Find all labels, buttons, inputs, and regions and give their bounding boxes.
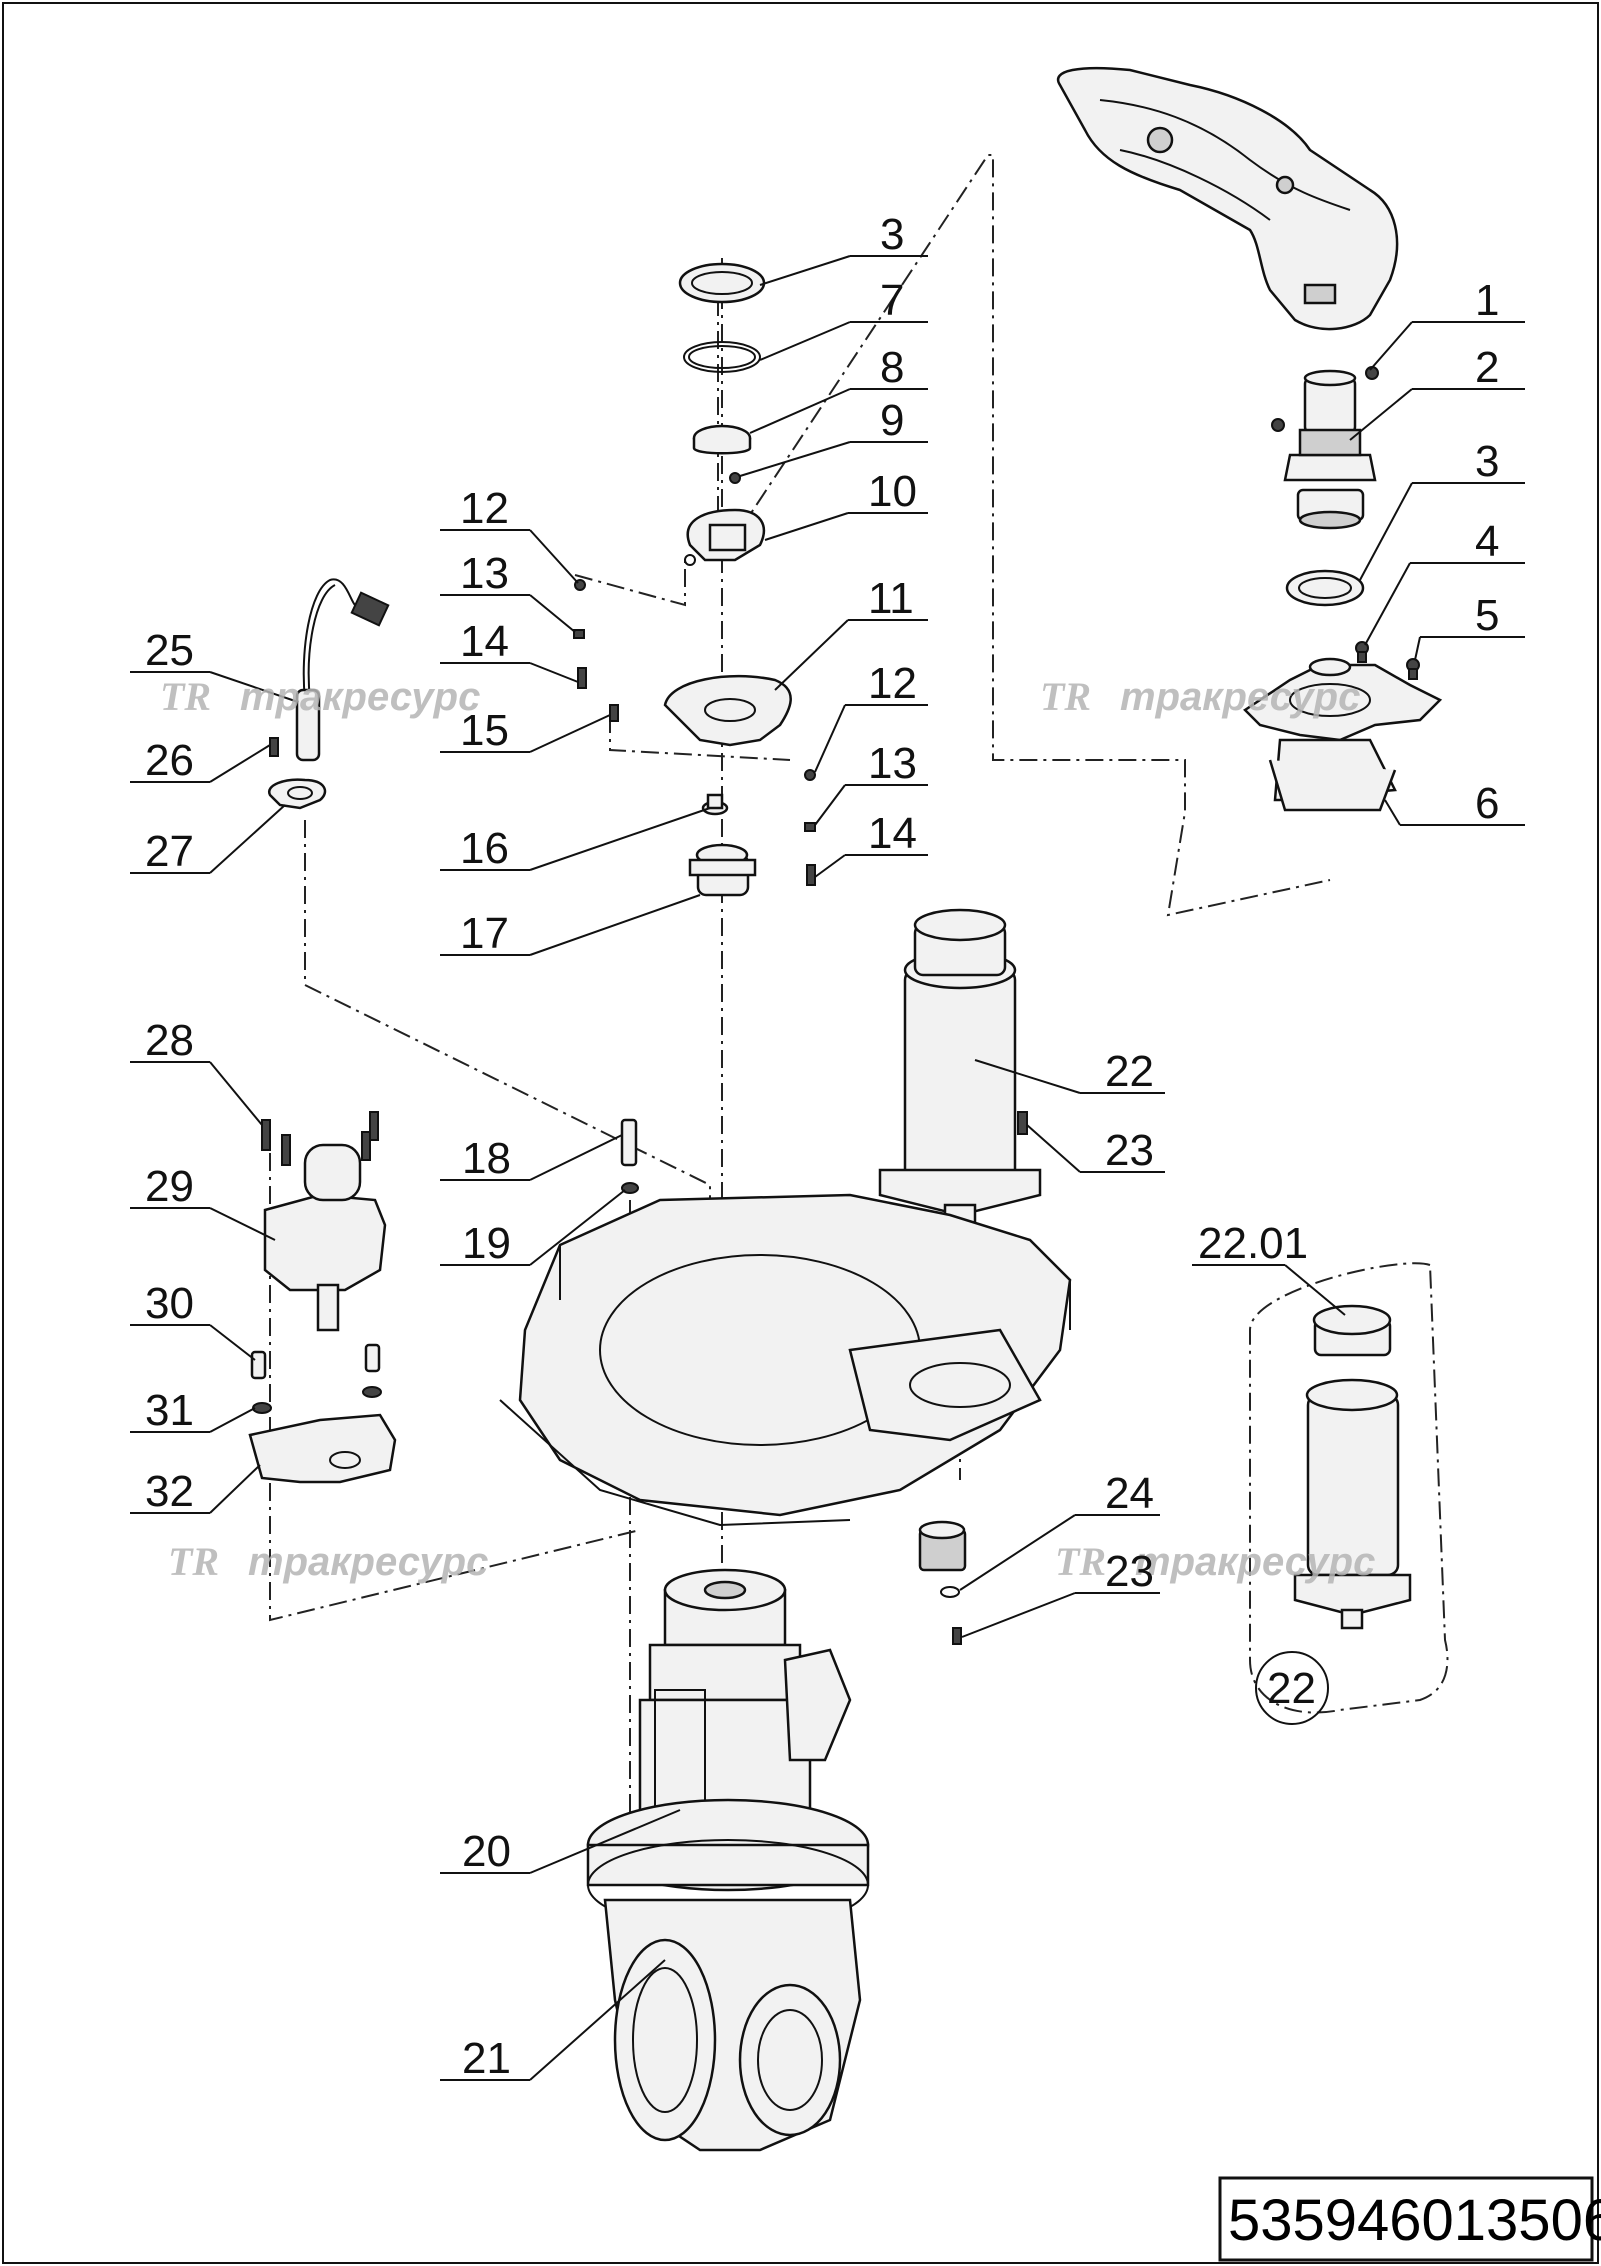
screw-26 xyxy=(269,737,279,757)
label-3: 3 xyxy=(880,210,904,259)
sensor-17 xyxy=(688,843,757,897)
mount-plate-32 xyxy=(248,1413,397,1484)
label-12: 12 xyxy=(460,484,509,533)
document-number-box: 535946013506 xyxy=(1218,2176,1601,2262)
label-31: 31 xyxy=(145,1386,194,1435)
washer-13-right xyxy=(804,822,816,832)
watermark-bottom-left: TR тракресурс xyxy=(168,1539,488,1584)
svg-text:тракресурс: тракресурс xyxy=(1120,675,1360,719)
bolts-4-5 xyxy=(1355,641,1420,680)
label-22-alt: 22 xyxy=(1267,1664,1316,1713)
motor-22 xyxy=(878,908,1042,1232)
svg-text:TR: TR xyxy=(1055,1539,1106,1584)
label-9: 9 xyxy=(880,396,904,445)
watermark-top-left: TR тракресурс xyxy=(160,674,480,719)
bolt-23-bottom xyxy=(952,1627,962,1645)
label-23: 23 xyxy=(1105,1126,1154,1175)
label-3-right: 3 xyxy=(1475,437,1499,486)
label-4: 4 xyxy=(1475,517,1499,566)
leader-lines xyxy=(130,255,1525,2081)
label-20: 20 xyxy=(462,1827,511,1876)
bolts-28 xyxy=(261,1111,379,1166)
label-11: 11 xyxy=(868,574,914,623)
screw-14-right xyxy=(806,864,816,886)
drive-unit-20 xyxy=(586,1568,870,1931)
cover-10 xyxy=(684,508,766,566)
document-number: 535946013506 xyxy=(1228,2188,1601,2253)
seal-ring-3-right xyxy=(1285,569,1365,607)
screw-15 xyxy=(609,704,619,722)
label-27: 27 xyxy=(145,827,194,876)
alt-variant-circle xyxy=(1255,1651,1329,1725)
watermark-top-right: TR тракресурс xyxy=(1040,674,1360,719)
label-2: 2 xyxy=(1475,343,1499,392)
washer-13 xyxy=(573,629,585,639)
label-29: 29 xyxy=(145,1162,194,1211)
bolt-30-b xyxy=(364,1343,381,1373)
label-5: 5 xyxy=(1475,591,1499,640)
label-6: 6 xyxy=(1475,779,1499,828)
nut-16 xyxy=(701,793,729,816)
label-22-01: 22.01 xyxy=(1198,1219,1308,1268)
seal-ring-3 xyxy=(678,262,766,304)
label-24: 24 xyxy=(1105,1469,1154,1518)
sensor-plate-11 xyxy=(663,674,792,747)
motor-alt-22 xyxy=(1293,1378,1412,1630)
svg-text:тракресурс: тракресурс xyxy=(1135,1540,1375,1584)
shaft-bracket-2 xyxy=(1271,366,1379,530)
label-17: 17 xyxy=(460,909,509,958)
svg-text:TR: TR xyxy=(160,674,211,719)
label-30: 30 xyxy=(145,1279,194,1328)
svg-text:TR: TR xyxy=(1040,674,1091,719)
housing-6 xyxy=(1243,657,1443,812)
flange-27 xyxy=(268,778,327,810)
svg-text:тракресурс: тракресурс xyxy=(240,675,480,719)
label-21: 21 xyxy=(462,2034,511,2083)
bolt-18 xyxy=(620,1118,638,1167)
drive-wheel-21 xyxy=(603,1898,862,2152)
screw-9 xyxy=(729,472,741,484)
label-14: 14 xyxy=(460,617,509,666)
label-25: 25 xyxy=(145,626,194,675)
label-23-bottom: 23 xyxy=(1105,1547,1154,1596)
washer-24 xyxy=(940,1586,960,1598)
screw-14 xyxy=(577,667,587,689)
label-10: 10 xyxy=(868,467,917,516)
label-7: 7 xyxy=(880,276,904,325)
label-28: 28 xyxy=(145,1016,194,1065)
motor-cap-22-01 xyxy=(1312,1304,1392,1357)
label-19: 19 xyxy=(462,1219,511,1268)
label-32: 32 xyxy=(145,1467,194,1516)
watermark-bottom-right: TR тракресурс xyxy=(1055,1539,1375,1584)
label-14-right: 14 xyxy=(868,809,917,858)
svg-text:TR: TR xyxy=(168,1539,219,1584)
svg-text:тракресурс: тракресурс xyxy=(248,1540,488,1584)
circlip-7 xyxy=(683,341,761,373)
washer-31-b xyxy=(362,1386,382,1398)
label-12-right: 12 xyxy=(868,659,917,708)
base-frame xyxy=(499,1193,1072,1527)
washer-31 xyxy=(252,1402,272,1414)
gear-24 xyxy=(918,1520,967,1572)
actuator-29 xyxy=(263,1143,387,1332)
bolt-23 xyxy=(1017,1111,1028,1135)
cable-sensor-25 xyxy=(295,578,390,762)
label-13: 13 xyxy=(460,549,509,598)
label-15: 15 xyxy=(460,706,509,755)
label-1: 1 xyxy=(1475,276,1499,325)
label-16: 16 xyxy=(460,824,509,873)
label-18: 18 xyxy=(462,1134,511,1183)
label-13-right: 13 xyxy=(868,739,917,788)
label-8: 8 xyxy=(880,343,904,392)
disc-8 xyxy=(692,424,752,455)
tiller-handle xyxy=(1056,66,1399,331)
label-26: 26 xyxy=(145,736,194,785)
washer-19 xyxy=(621,1182,639,1194)
callout-labels: 1 2 3 4 5 6 3 7 8 9 10 11 12 13 14 12 13… xyxy=(145,210,1499,2083)
label-22: 22 xyxy=(1105,1047,1154,1096)
bolt-30 xyxy=(250,1350,267,1380)
washer-12-right xyxy=(804,769,816,781)
